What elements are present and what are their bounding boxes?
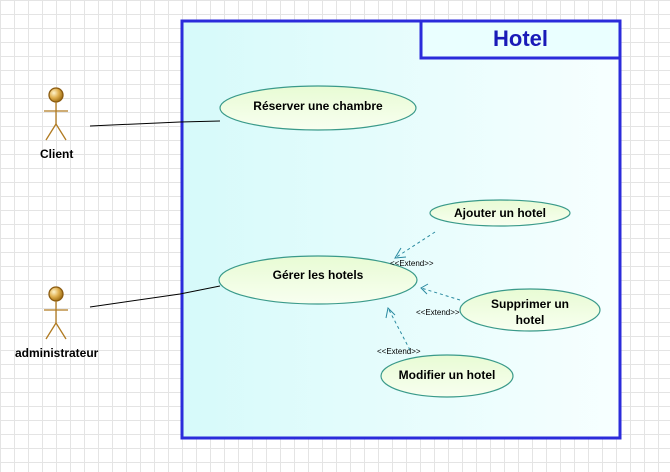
usecase-reserver-label: Réserver une chambre xyxy=(253,99,383,113)
extend-label-supprimer: <<Extend>> xyxy=(416,308,460,317)
actor-client-label: Client xyxy=(40,147,74,161)
actor-client-head xyxy=(48,87,64,103)
extend-modifier xyxy=(385,306,411,351)
extend-label-ajouter: <<Extend>> xyxy=(390,259,434,268)
extend-ajouter xyxy=(394,231,436,259)
usecase-ajouter-label: Ajouter un hotel xyxy=(454,206,546,220)
actor-client[interactable] xyxy=(44,87,68,141)
system-title: Hotel xyxy=(493,25,548,51)
extend-label-modifier: <<Extend>> xyxy=(377,347,421,356)
usecase-supprimer-label-1: Supprimer un xyxy=(490,297,569,311)
usecase-modifier[interactable] xyxy=(380,354,514,398)
usecase-supprimer-label-2: hotel xyxy=(515,313,545,327)
actor-admin[interactable] xyxy=(44,286,68,340)
usecase-modifier-label: Modifier un hotel xyxy=(398,368,496,382)
system-title-box xyxy=(419,19,622,60)
usecase-supprimer[interactable] xyxy=(459,288,601,332)
association-admin-gerer xyxy=(89,285,221,308)
association-client-reserver xyxy=(89,120,221,127)
usecase-reserver[interactable] xyxy=(219,85,417,131)
usecase-gerer[interactable] xyxy=(218,255,418,305)
actor-admin-label: administrateur xyxy=(15,346,99,360)
extend-supprimer xyxy=(420,283,461,301)
actor-admin-head xyxy=(48,286,64,302)
usecase-gerer-label: Gérer les hotels xyxy=(272,268,364,282)
usecase-ajouter[interactable] xyxy=(429,199,571,227)
